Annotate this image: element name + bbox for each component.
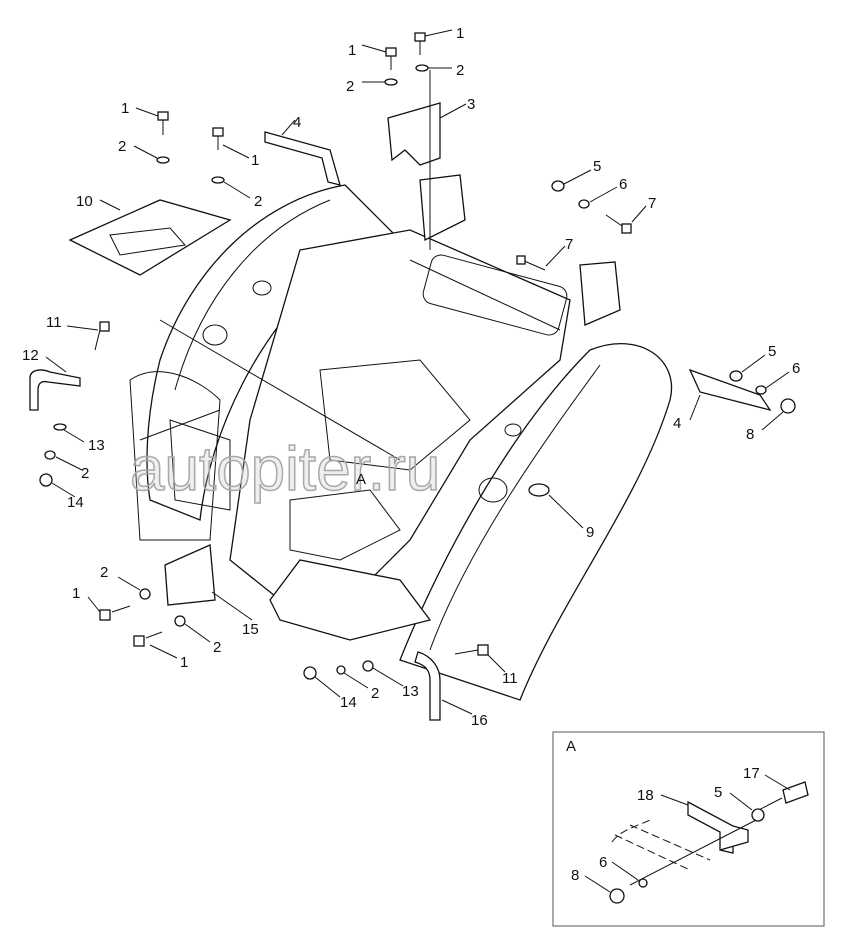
callout: 12	[22, 347, 39, 364]
right-fender	[399, 343, 673, 701]
callout: 5	[768, 343, 776, 360]
callout: 6	[599, 854, 607, 871]
callout: 11	[502, 670, 518, 687]
callout: 8	[571, 867, 579, 884]
callout: 15	[242, 621, 259, 638]
callout: 16	[471, 712, 488, 729]
callout: 2	[118, 138, 126, 155]
callout: 2	[100, 564, 108, 581]
callout: 13	[402, 683, 419, 700]
bracket-4-left	[264, 131, 341, 186]
callout: 3	[467, 96, 475, 113]
floor-mat-10	[68, 199, 232, 276]
callout: 14	[67, 494, 84, 511]
callout: 10	[76, 193, 93, 210]
callout: 9	[586, 524, 594, 541]
callout: 2	[456, 62, 464, 79]
callout: 7	[648, 195, 656, 212]
callout: 5	[714, 784, 722, 801]
leader-lines	[45, 29, 790, 715]
callouts: 1 1 2 2 3 4 1 2 1 2 10 5 6 7 7 11 12 13 …	[22, 25, 800, 729]
callout: 1	[251, 152, 259, 169]
callout: 1	[72, 585, 80, 602]
callout: 2	[346, 78, 354, 95]
handle-12	[29, 369, 81, 411]
callout: 4	[293, 114, 301, 131]
view-marker-a: A	[356, 471, 366, 488]
callout: 6	[619, 176, 627, 193]
plate-15	[164, 544, 216, 606]
hardware	[39, 32, 796, 680]
callout: 8	[746, 426, 754, 443]
callout: 1	[121, 100, 129, 117]
callout: 1	[180, 654, 188, 671]
callout: 17	[743, 765, 760, 782]
inset-title: A	[566, 738, 576, 755]
watermark: autopiter.ru	[130, 435, 440, 504]
left-fender	[146, 184, 397, 521]
callout: 6	[792, 360, 800, 377]
callout: 2	[81, 465, 89, 482]
callout: 4	[673, 415, 681, 432]
callout: 2	[213, 639, 221, 656]
bracket-3	[387, 102, 441, 166]
callout: 5	[593, 158, 601, 175]
detail-inset-a: A 17 18 5 6 8	[552, 731, 825, 927]
callout: 11	[46, 314, 62, 331]
bracket-4-right	[688, 368, 772, 412]
callout: 14	[340, 694, 357, 711]
cab-frame	[129, 229, 571, 641]
handle-16	[414, 651, 441, 721]
callout: 18	[637, 787, 654, 804]
callout: 2	[371, 685, 379, 702]
callout: 2	[254, 193, 262, 210]
callout: 7	[565, 236, 573, 253]
callout: 1	[456, 25, 464, 42]
callout: 1	[348, 42, 356, 59]
callout: 13	[88, 437, 105, 454]
